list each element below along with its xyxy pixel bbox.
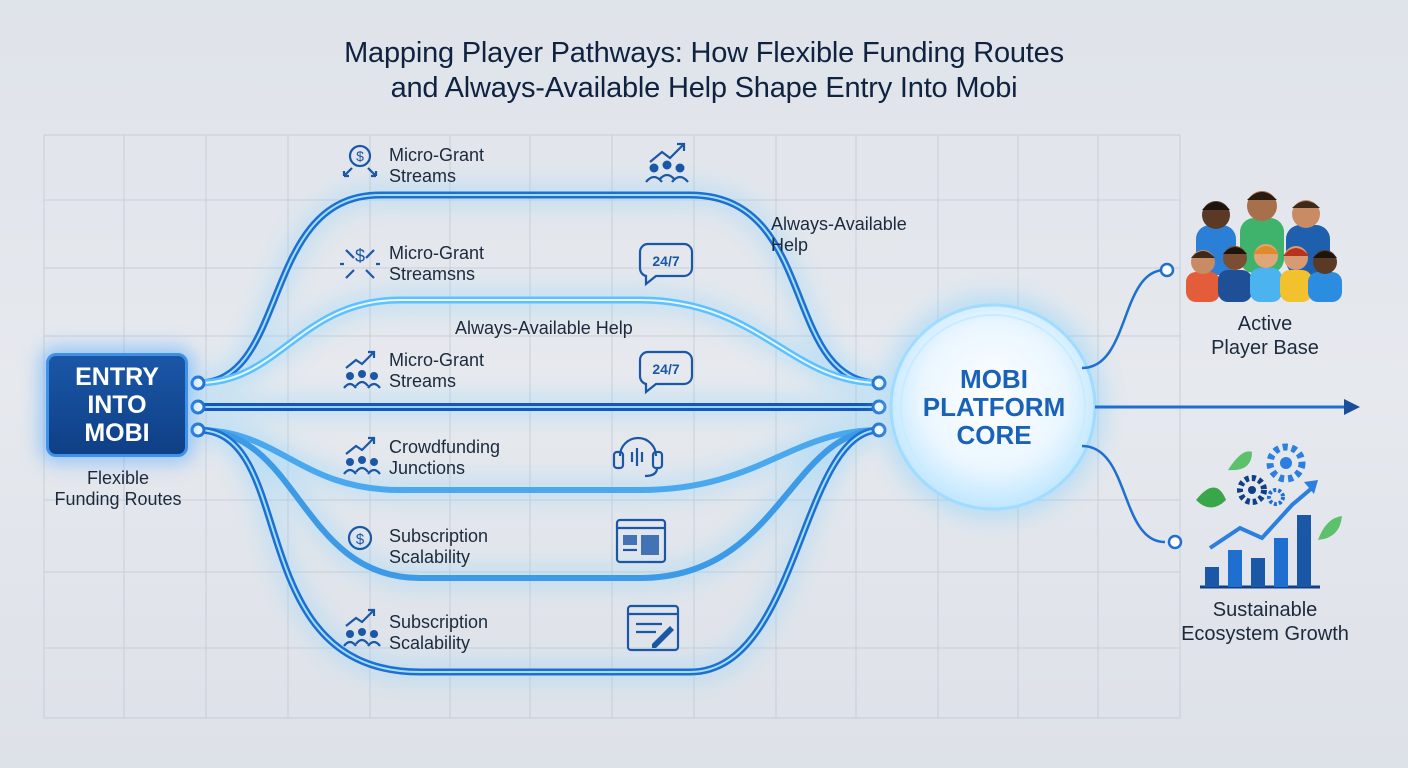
entry-caption-line-1: Flexible <box>86 468 150 488</box>
help-label-top: Always-Available Help <box>771 214 907 256</box>
pathway-4-line <box>197 427 881 493</box>
pathway-5-line <box>197 427 881 581</box>
svg-text:$: $ <box>356 531 365 548</box>
core-line-2: PLATFORM <box>922 392 1066 422</box>
help-label-middle: Always-Available Help <box>455 318 633 338</box>
entry-caption-line-2: Funding Routes <box>54 489 182 509</box>
entry-caption: Flexible Funding Routes <box>36 468 200 510</box>
pathway-lines <box>197 191 881 676</box>
pathway-6-label: Subscription Scalability <box>389 612 488 654</box>
growth-people-icon-6 <box>343 608 381 647</box>
pathway-6-line2: Scalability <box>389 633 471 653</box>
dollar-arrows-icon: $ <box>342 144 378 178</box>
pathway-1-line2: Streams <box>389 166 457 186</box>
pathway-6-line1: Subscription <box>389 612 489 632</box>
pathway-4-line2: Junctions <box>389 458 466 478</box>
players-line1: Active <box>1237 313 1293 335</box>
svg-text:$: $ <box>356 148 364 164</box>
pathway-2-line1: Micro-Grant <box>389 243 485 263</box>
platform-core-circle <box>881 295 1105 519</box>
pathway-4-label: Crowdfunding Junctions <box>389 437 500 479</box>
pathway-5-label: Subscription Scalability <box>389 526 488 568</box>
chat-24-7-icon-1 <box>638 242 694 287</box>
entry-line-2: INTO <box>87 391 147 419</box>
platform-core-label: MOBI PLATFORM CORE <box>912 365 1076 449</box>
pathway-5-line1: Subscription <box>389 526 489 546</box>
chat-1-text: 24/7 <box>652 253 679 269</box>
page-title: Mapping Player Pathways: How Flexible Fu… <box>0 36 1408 106</box>
active-player-base-label: Active Player Base <box>1180 312 1350 360</box>
pathway-2-line2: Streamsns <box>389 264 476 284</box>
dashboard-icon <box>615 518 667 564</box>
entry-node: ENTRY INTO MOBI <box>46 353 188 457</box>
growth-line1: Sustainable <box>1212 599 1318 621</box>
title-line-2: and Always-Available Help Shape Entry In… <box>390 72 1018 104</box>
entry-line-3: MOBI <box>84 419 150 447</box>
chat-2-text: 24/7 <box>652 361 679 377</box>
headset-icon <box>612 436 664 478</box>
svg-text:$: $ <box>355 246 365 266</box>
pathway-3-line1: Micro-Grant <box>389 350 485 370</box>
entry-line-1: ENTRY <box>75 363 159 391</box>
pathway-3-label: Micro-Grant Streams <box>389 350 484 392</box>
help-label-top-line1: Always-Available <box>771 214 907 234</box>
pathway-nodes <box>190 375 887 438</box>
growth-line2: Ecosystem Growth <box>1181 623 1349 645</box>
output-arrowhead <box>1344 399 1360 415</box>
pathway-1-line1: Micro-Grant <box>389 145 485 165</box>
core-line-3: CORE <box>956 420 1032 450</box>
pathway-icons: $ $ <box>340 142 694 652</box>
growth-people-icon-right <box>645 142 689 183</box>
chat-24-7-icon-2 <box>638 350 694 395</box>
background-grid <box>43 134 1181 719</box>
growth-people-icon-4 <box>343 436 381 475</box>
pathway-2-label: Micro-Grant Streamsns <box>389 243 484 285</box>
growth-chart-illustration <box>1196 443 1342 589</box>
pathway-3-line2: Streams <box>389 371 457 391</box>
dollar-circle-icon: $ <box>347 525 373 551</box>
pathway-5-line2: Scalability <box>389 547 471 567</box>
pathway-4-line1: Crowdfunding <box>389 437 501 457</box>
growth-people-icon-3 <box>343 350 381 389</box>
edit-document-icon <box>626 604 680 652</box>
output-connectors <box>1081 268 1345 544</box>
title-line-1: Mapping Player Pathways: How Flexible Fu… <box>344 37 1064 69</box>
pathway-1-label: Micro-Grant Streams <box>389 145 484 187</box>
players-line2: Player Base <box>1211 337 1319 359</box>
core-line-1: MOBI <box>960 364 1028 394</box>
help-label-top-line2: Help <box>771 235 809 255</box>
ecosystem-growth-label: Sustainable Ecosystem Growth <box>1160 598 1370 646</box>
dollar-split-icon: $ <box>340 246 380 279</box>
player-crowd-illustration <box>1186 191 1342 302</box>
